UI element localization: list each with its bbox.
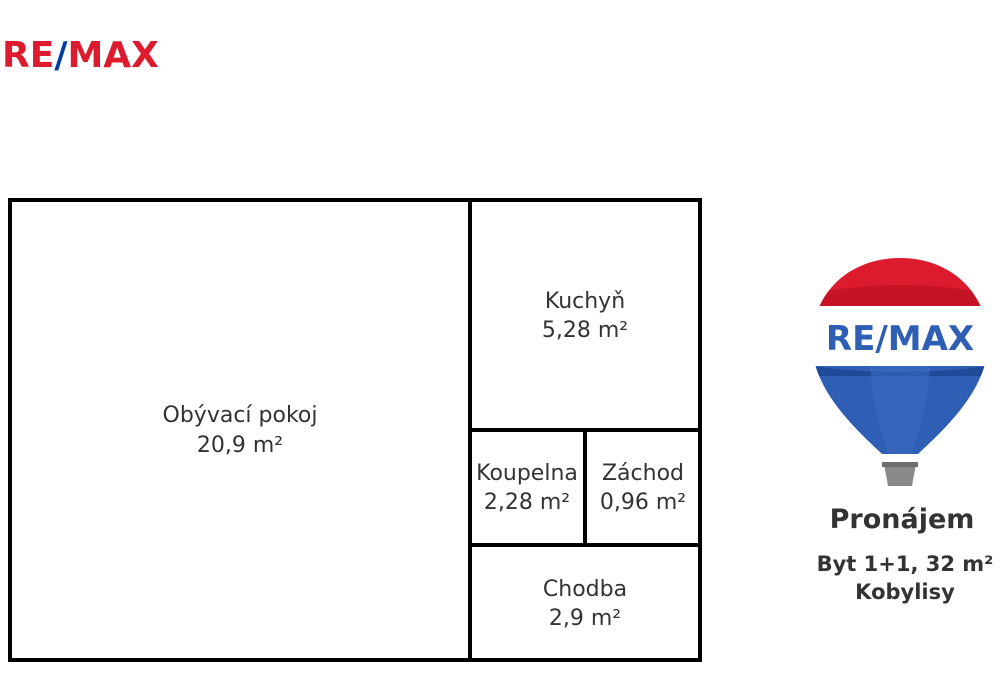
room-toilet-area: 0,96 m² [600, 490, 686, 515]
room-living-area: 20,9 m² [197, 433, 283, 458]
room-toilet: Záchod 0,96 m² [600, 461, 686, 515]
room-bathroom-area: 2,28 m² [484, 490, 570, 515]
listing-title: Pronájem [829, 504, 975, 535]
room-hallway: Chodba 2,9 m² [543, 577, 627, 631]
listing-line-2: Kobylisy [855, 580, 955, 604]
room-bathroom-name: Koupelna [476, 461, 578, 486]
listing-line-1: Byt 1+1, 32 m² [816, 552, 994, 576]
room-toilet-name: Záchod [602, 461, 684, 486]
remax-balloon-logo: RE/MAX [812, 258, 988, 486]
room-kitchen-name: Kuchyň [545, 289, 625, 314]
listing-details: Byt 1+1, 32 m² Kobylisy [790, 550, 1000, 606]
room-kitchen-area: 5,28 m² [542, 318, 628, 343]
floor-plan: Obývací pokoj 20,9 m² Kuchyň 5,28 m² Kou… [8, 198, 702, 662]
room-living: Obývací pokoj 20,9 m² [163, 403, 318, 458]
room-bathroom: Koupelna 2,28 m² [476, 461, 578, 515]
room-hallway-area: 2,9 m² [549, 606, 621, 631]
balloon-logo-text: RE/MAX [826, 319, 974, 359]
room-kitchen: Kuchyň 5,28 m² [542, 289, 628, 343]
room-hallway-name: Chodba [543, 577, 627, 602]
remax-logo-top: RE/MAX [2, 38, 159, 74]
logo-re: RE [2, 35, 55, 76]
room-living-name: Obývací pokoj [163, 403, 318, 428]
logo-slash: / [54, 35, 68, 76]
logo-max: MAX [67, 35, 159, 76]
